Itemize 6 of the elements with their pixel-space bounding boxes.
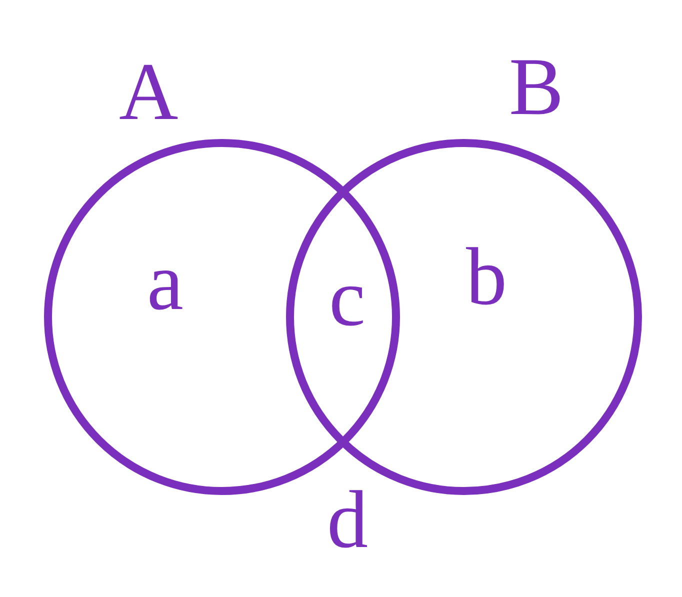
region-label: b	[466, 236, 507, 318]
region-label: c	[329, 257, 366, 339]
set-label: A	[119, 51, 178, 133]
region-label: a	[147, 241, 184, 323]
set-label: B	[509, 46, 564, 128]
region-label: d	[327, 479, 368, 561]
